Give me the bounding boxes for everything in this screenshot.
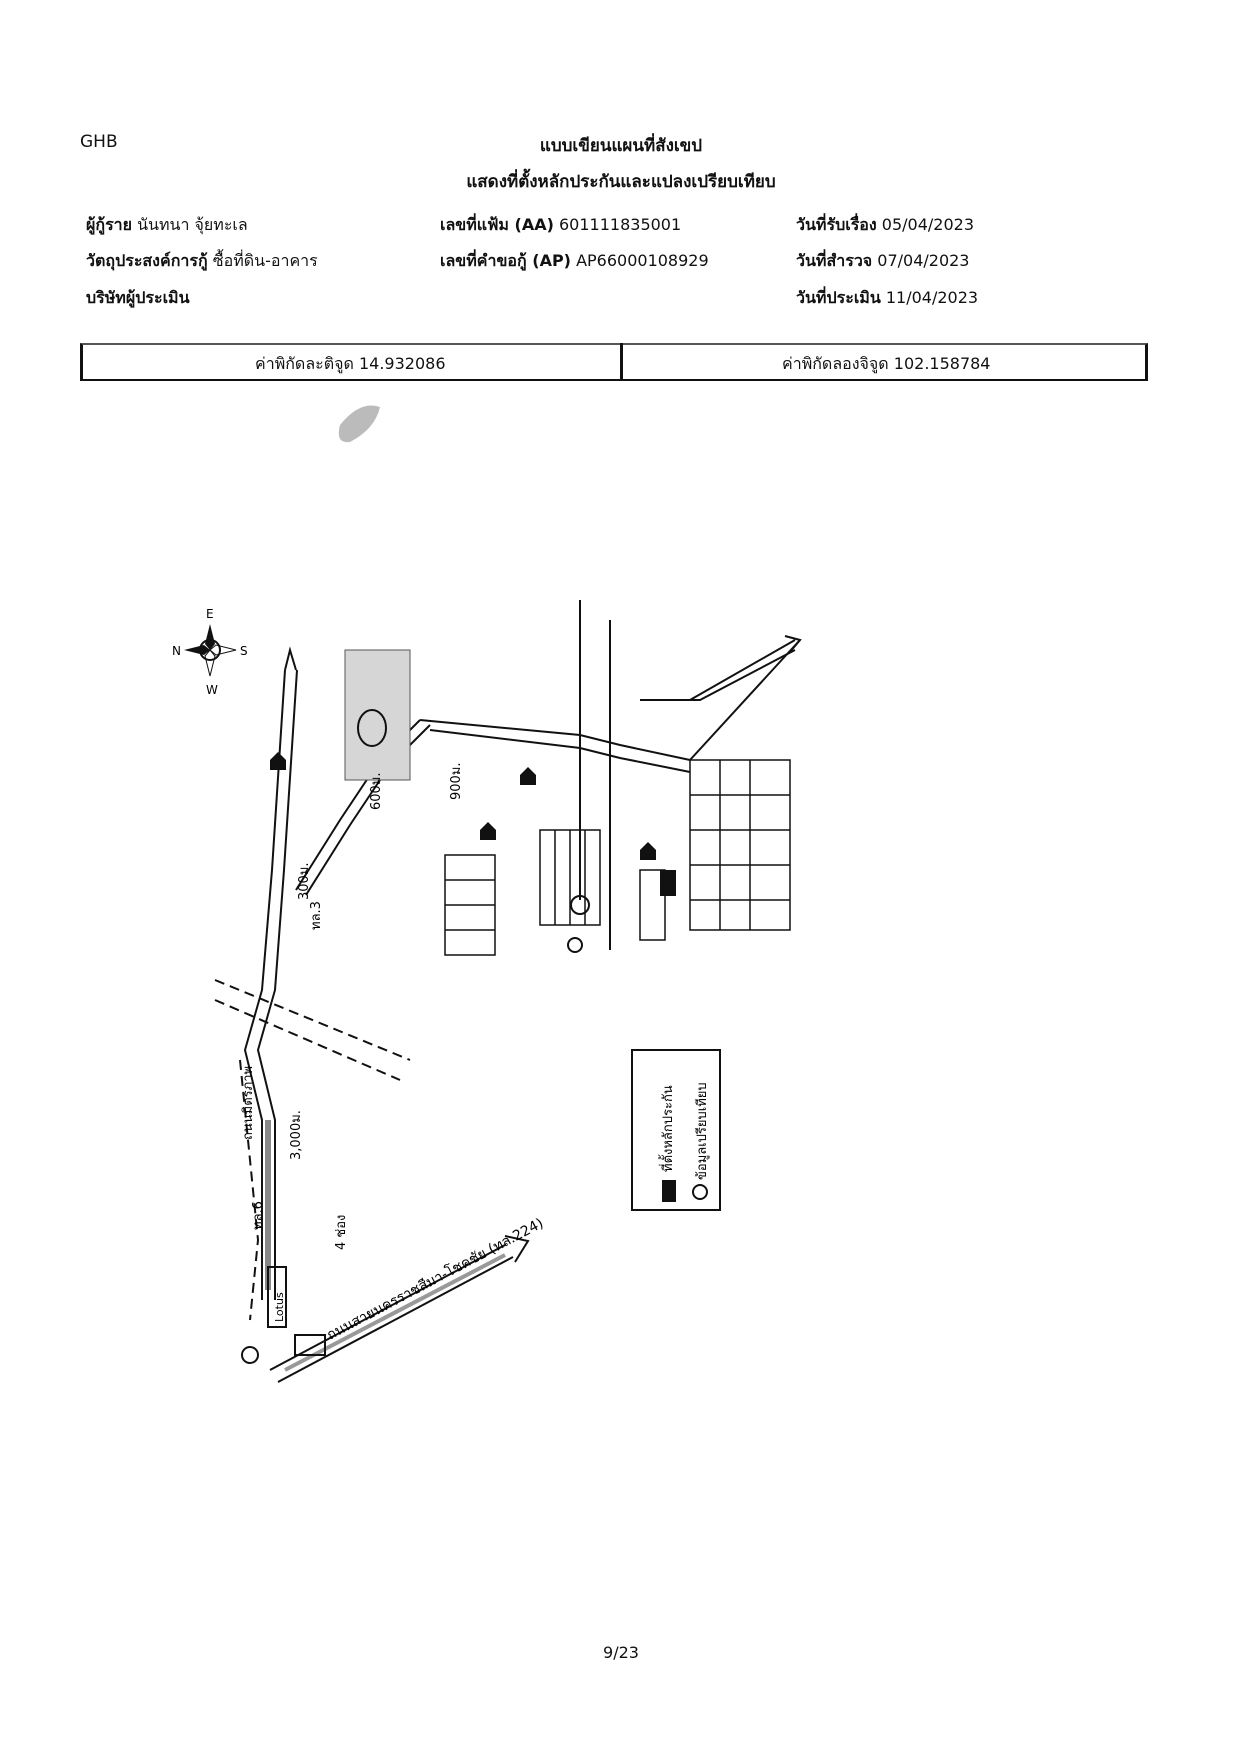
survey-date-label: วันที่สำรวจ <box>796 251 873 270</box>
received-date-field: วันที่รับเรื่อง 05/04/2023 <box>796 213 974 238</box>
survey-date-field: วันที่สำรวจ 07/04/2023 <box>796 249 969 274</box>
highway-224 <box>269 1235 530 1383</box>
legend-comparison-icon <box>692 1184 708 1200</box>
store-box <box>294 1334 326 1356</box>
legend-box <box>631 1049 721 1211</box>
purpose-field: วัตถุประสงค์การกู้ ซื้อที่ดิน-อาคาร <box>86 249 318 274</box>
latitude-label: ค่าพิกัดละติจูด <box>255 354 354 373</box>
road-main-label: ถนนมิตรภาพ <box>241 1066 256 1140</box>
distance-900-label: 900ม. <box>449 762 464 800</box>
received-date-label: วันที่รับเรื่อง <box>796 215 877 234</box>
collateral-marker-icon <box>660 870 676 896</box>
file-no-field: เลขที่แฟ้ม (AA) 601111835001 <box>440 213 681 238</box>
longitude-label: ค่าพิกัดลองจิจูด <box>782 354 889 373</box>
highway-224-label: ถนนสายนครราชสีมา-โชคชัย (ทล.224) <box>324 1215 546 1344</box>
nh6-label: ทล.6 <box>251 1201 266 1230</box>
railway <box>214 979 411 1321</box>
request-no-value: AP66000108929 <box>576 251 709 270</box>
longitude: ค่าพิกัดลองจิจูด 102.158784 <box>782 352 990 377</box>
arrow-head-icon <box>784 635 802 653</box>
pond <box>344 649 411 781</box>
parcel-blocks <box>444 759 791 956</box>
page-number: 9/23 <box>603 1643 639 1662</box>
distance-3000-label: 3,000ม. <box>289 1110 304 1160</box>
distance-300-label: 300ม. <box>297 862 312 900</box>
scan-smudge <box>338 405 380 443</box>
highway-shading <box>284 1253 506 1372</box>
latitude-value: 14.932086 <box>358 354 446 373</box>
purpose-label: วัตถุประสงค์การกู้ <box>86 251 208 270</box>
svg-text:W: W <box>206 683 218 697</box>
lotus-store <box>267 1266 287 1328</box>
nh3-label: ทล.3 <box>309 901 324 930</box>
coordinates-box <box>80 343 1148 381</box>
latitude: ค่าพิกัดละติจูด 14.932086 <box>255 352 446 377</box>
appraisal-date-value: 11/04/2023 <box>885 288 979 307</box>
ne-road-arrow <box>689 639 796 701</box>
legend-comparison-label: ข้อมูลเปรียบเทียบ <box>694 1082 710 1180</box>
comparison-marker-icon <box>570 895 590 915</box>
survey-date-value: 07/04/2023 <box>877 251 970 270</box>
svg-text:N: N <box>172 644 181 658</box>
appraiser-label: บริษัทผู้ประเมิน <box>86 288 190 307</box>
legend-collateral-label: ที่ตั้งหลักประกัน <box>658 1085 676 1172</box>
house-icons <box>270 752 656 860</box>
borrower-label: ผู้กู้ราย <box>86 215 133 234</box>
comparison-marker-icon <box>567 937 583 953</box>
svg-text:E: E <box>206 607 214 621</box>
svg-text:S: S <box>240 644 248 658</box>
appraisal-date-label: วันที่ประเมิน <box>796 288 881 307</box>
request-no-label: เลขที่คำขอกู้ (AP) <box>440 251 571 270</box>
received-date-value: 05/04/2023 <box>881 215 975 234</box>
compass-icon: N E W S <box>172 607 248 697</box>
file-no-label: เลขที่แฟ้ม (AA) <box>440 215 554 234</box>
four-lane-label: 4 ช่อง <box>334 1215 349 1250</box>
coordinates-divider <box>620 343 623 381</box>
borrower-value: นันทนา จุ้ยทะเล <box>137 215 248 234</box>
purpose-value: ซื้อที่ดิน-อาคาร <box>212 251 318 270</box>
lotus-label: Lotus <box>273 1292 286 1322</box>
main-road <box>243 646 298 1300</box>
appraisal-date-field: วันที่ประเมิน 11/04/2023 <box>796 286 978 311</box>
document-title: แบบเขียนแผนที่สังเขป <box>539 136 703 156</box>
pond-marker <box>357 709 387 747</box>
file-no-value: 601111835001 <box>559 215 682 234</box>
borrower-field: ผู้กู้ราย นันทนา จุ้ยทะเล <box>86 213 248 238</box>
longitude-value: 102.158784 <box>893 354 991 373</box>
bank-code: GHB <box>80 132 118 152</box>
comparison-marker-icon <box>241 1346 259 1364</box>
appraiser-field: บริษัทผู้ประเมิน <box>86 286 190 311</box>
document-subtitle: แสดงที่ตั้งหลักประกันและแปลงเปรียบเทียบ <box>466 172 776 192</box>
legend-collateral-icon <box>662 1180 676 1202</box>
request-no-field: เลขที่คำขอกู้ (AP) AP66000108929 <box>440 249 709 274</box>
distance-600-label: 600ม. <box>369 772 384 810</box>
